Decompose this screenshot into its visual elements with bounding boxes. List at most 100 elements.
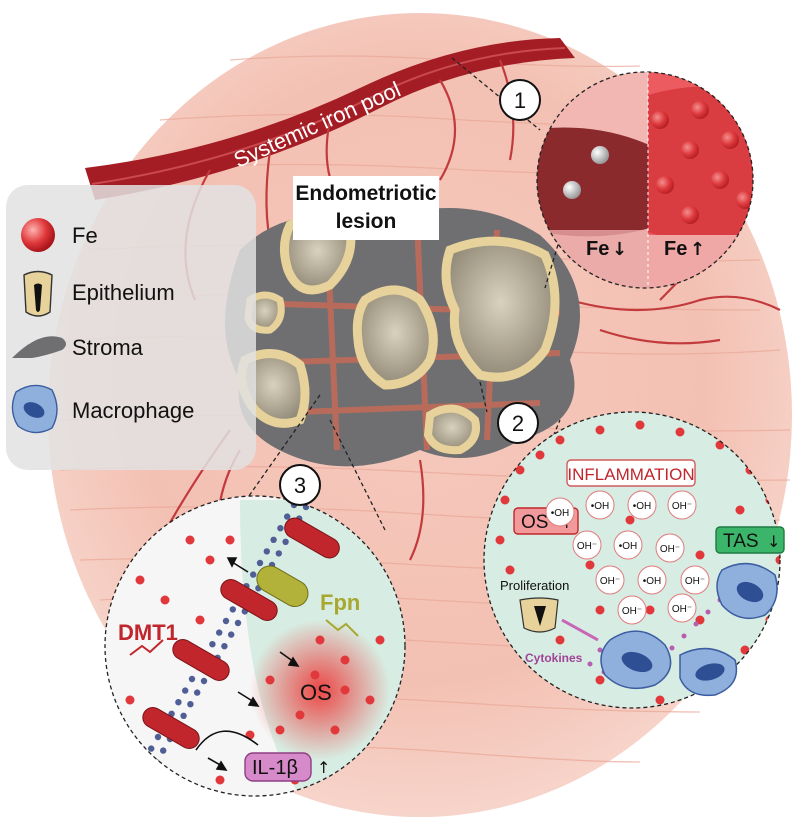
macrophage bbox=[600, 562, 778, 697]
iron-particle bbox=[595, 425, 605, 435]
legend-stroma: Stroma bbox=[72, 335, 144, 360]
iron-particle bbox=[655, 695, 665, 705]
iron-particle bbox=[375, 635, 385, 645]
iron-particle bbox=[555, 435, 565, 445]
iron-particle bbox=[585, 560, 595, 570]
iron-particle bbox=[669, 645, 675, 651]
iron-particle bbox=[263, 548, 270, 555]
hydroxyl-radical: •OH bbox=[637, 565, 667, 595]
iron-particle bbox=[154, 733, 162, 741]
iron-particle bbox=[141, 757, 148, 764]
iron-particle bbox=[515, 465, 525, 475]
iron-particle bbox=[185, 535, 195, 545]
svg-text:OH⁻: OH⁻ bbox=[672, 501, 692, 512]
lesion-title: Endometriotic lesion bbox=[293, 176, 439, 240]
iron-particle bbox=[775, 555, 780, 565]
panel-2: INFLAMMATION OS ↑ TAS ↓ •OH•OHOH⁻OH⁻•OHO… bbox=[483, 411, 785, 709]
iron-particle bbox=[330, 725, 340, 735]
lesion-title-line2: lesion bbox=[336, 210, 397, 233]
hydroxyl-radical: OH⁻ bbox=[667, 490, 697, 520]
iron-particle bbox=[222, 617, 230, 625]
iron-particle bbox=[146, 770, 153, 777]
lesion-title-line1: Endometriotic bbox=[295, 182, 436, 205]
panel-number-1: 1 bbox=[499, 79, 541, 121]
hydroxyl-radical: OH⁻ bbox=[617, 595, 647, 625]
iron-particle bbox=[229, 606, 236, 613]
svg-text:OH⁻: OH⁻ bbox=[577, 541, 597, 552]
iron-particle bbox=[535, 450, 545, 460]
iron-particle bbox=[270, 536, 277, 543]
iron-particle bbox=[625, 515, 635, 525]
iron-particle bbox=[635, 420, 645, 430]
iron-particle bbox=[205, 555, 215, 565]
iron-particle bbox=[132, 793, 140, 796]
legend-epithelium: Epithelium bbox=[72, 280, 175, 305]
iron-particle bbox=[194, 689, 201, 696]
panel-1-up-arrow: ↑ bbox=[690, 239, 705, 260]
cytokines-label: Cytokines bbox=[525, 651, 583, 665]
iron-particle bbox=[765, 615, 775, 625]
iron-icon bbox=[21, 218, 55, 252]
il1b-label: IL-1β bbox=[252, 757, 298, 779]
iron-particle bbox=[153, 759, 160, 766]
hydroxyl-radical: OH⁻ bbox=[680, 565, 710, 595]
panel-3: DMT1 Fpn OS IL-1β ↑ bbox=[104, 495, 406, 797]
iron-particle bbox=[175, 699, 182, 706]
iron-particle bbox=[695, 550, 705, 560]
iron-particle bbox=[145, 765, 155, 775]
iron-particle bbox=[681, 633, 687, 639]
panel-1: Fe ↓ Fe ↑ bbox=[536, 71, 754, 289]
inflammation-label: INFLAMMATION bbox=[567, 465, 694, 484]
iron-particle bbox=[209, 641, 216, 648]
transport-arrows bbox=[195, 557, 300, 771]
svg-text:•OH: •OH bbox=[633, 501, 652, 512]
iron-particle bbox=[148, 745, 155, 752]
iron-particle bbox=[275, 725, 285, 735]
panel-3-os-label: OS bbox=[300, 680, 332, 705]
dmt1-transporter bbox=[142, 517, 340, 749]
svg-text:OH⁻: OH⁻ bbox=[685, 576, 705, 587]
svg-text:2: 2 bbox=[512, 411, 524, 436]
iron-particle bbox=[340, 655, 350, 665]
fpn-decrease-icon bbox=[325, 619, 359, 637]
hydroxyl-radical: OH⁻ bbox=[655, 533, 685, 563]
iron-particle bbox=[277, 525, 284, 532]
iron-particle bbox=[315, 635, 325, 645]
gland bbox=[237, 214, 560, 455]
iron-particle bbox=[310, 670, 320, 680]
iron-particle bbox=[587, 661, 593, 667]
iron-particle bbox=[180, 712, 187, 719]
iron-particle bbox=[160, 747, 167, 754]
iron-particle bbox=[127, 780, 134, 787]
iron-particle bbox=[645, 605, 655, 615]
svg-text:•OH: •OH bbox=[591, 501, 610, 512]
iron-particle bbox=[221, 643, 228, 650]
iron-particle bbox=[216, 629, 223, 636]
iron-particle bbox=[595, 675, 605, 685]
hydroxyl-radical: •OH bbox=[585, 490, 615, 520]
iron-particle bbox=[125, 695, 135, 705]
tas-down-arrow: ↓ bbox=[767, 532, 780, 551]
iron-particle bbox=[495, 535, 505, 545]
hydroxyl-radical: OH⁻ bbox=[572, 530, 602, 560]
svg-text:•OH: •OH bbox=[619, 541, 638, 552]
iron-particle bbox=[282, 538, 289, 545]
svg-text:OH⁻: OH⁻ bbox=[660, 544, 680, 555]
dmt1-label: DMT1 bbox=[118, 620, 178, 645]
iron-particle bbox=[693, 621, 699, 627]
stroma-icon bbox=[12, 336, 66, 358]
iron-particle bbox=[705, 609, 711, 615]
iron-particle bbox=[340, 685, 350, 695]
legend-macrophage: Macrophage bbox=[72, 398, 194, 423]
iron-particle bbox=[228, 631, 235, 638]
iron-particle bbox=[275, 550, 282, 557]
iron-particle bbox=[200, 677, 208, 685]
iron-particle bbox=[284, 513, 291, 520]
il1b-up-arrow: ↑ bbox=[317, 758, 330, 777]
tas-label: TAS bbox=[723, 531, 759, 552]
iron-particle bbox=[139, 782, 146, 789]
iron-particle bbox=[250, 571, 257, 578]
svg-text:OH⁻: OH⁻ bbox=[622, 606, 642, 617]
iron-particle bbox=[505, 565, 515, 575]
